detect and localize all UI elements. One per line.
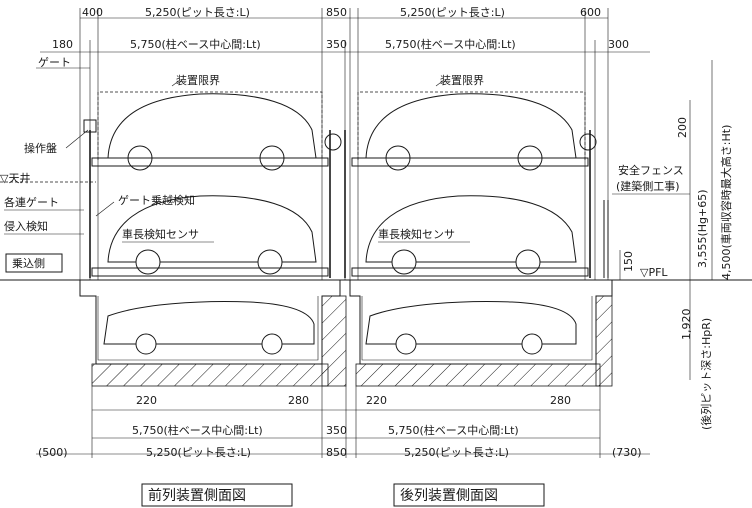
dim-top-350: 350: [326, 38, 347, 51]
each-gate-label: 各連ゲート: [4, 195, 59, 209]
dim-bottom-850: 850: [326, 446, 347, 459]
device-limit-front-label: 装置限界: [176, 74, 220, 87]
intrusion-label: 侵入検知: [4, 219, 48, 233]
columns: [83, 119, 597, 278]
dim-top-600: 600: [580, 6, 601, 19]
dim-right-hpr: (後列ピット深さ:HpR): [699, 318, 713, 430]
boarding-side-label: 乗込側: [12, 257, 45, 270]
dim-top-front-base: 5,750(柱ベース中心間:Lt): [130, 37, 261, 51]
top-dimensions: 400 5,250(ピット長さ:L) 850 5,250(ピット長さ:L) 60…: [36, 6, 650, 280]
dim-right-200: 200: [676, 117, 689, 138]
rear-upper-pallet: [351, 157, 589, 167]
dim-right-150: 150: [622, 251, 635, 272]
middle-wall-hatch: [321, 295, 347, 387]
front-upper-car: [107, 93, 317, 171]
dim-top-850: 850: [326, 6, 347, 19]
dim-bottom-front-220: 220: [136, 394, 157, 407]
device-limit-rear: 装置限界: [357, 74, 586, 160]
rear-wall-hatch: [595, 295, 613, 387]
safety-fence: [603, 200, 609, 278]
rear-upper-car: [365, 93, 577, 171]
right-labels: 安全フェンス (建築側工事) ▽PFL 200 3,555(Hg+65) 4,5…: [612, 60, 733, 430]
dim-top-300: 300: [608, 38, 629, 51]
dim-bottom-rear-pit: 5,250(ピット長さ:L): [404, 446, 509, 459]
dim-bottom-350: 350: [326, 424, 347, 437]
device-limit-front: 装置限界: [97, 74, 323, 160]
dim-bottom-front-pit: 5,250(ピット長さ:L): [146, 446, 251, 459]
rear-title: 後列装置側面図: [400, 488, 498, 504]
front-title: 前列装置側面図: [148, 487, 246, 504]
dim-bottom-730: (730): [612, 446, 642, 459]
dim-top-rear-pit: 5,250(ピット長さ:L): [400, 6, 505, 19]
gate-pass-label: ゲート乗越検知: [118, 193, 195, 207]
dim-bottom-front-280: 280: [288, 394, 309, 407]
front-foundation-hatch: [91, 363, 329, 387]
left-labels: 操作盤 ▽天井 各連ゲート 侵入検知 乗込側 ゲート乗越検知 車長検知センサ 車…: [0, 129, 470, 273]
boarding-side-box: [5, 253, 63, 273]
ceiling-label: ▽天井: [0, 171, 30, 185]
dim-bottom-rear-280: 280: [550, 394, 571, 407]
dim-top-front-pit: 5,250(ピット長さ:L): [145, 6, 250, 19]
dim-bottom-rear-base: 5,750(柱ベース中心間:Lt): [388, 423, 519, 437]
safety-fence-label-2: (建築側工事): [616, 179, 680, 193]
dim-top-rear-base: 5,750(柱ベース中心間:Lt): [385, 37, 516, 51]
dim-right-ht: 4,500(車両収容時最大高さ:Ht): [719, 125, 733, 280]
front-title-box: [141, 483, 293, 507]
dim-bottom-front-base: 5,750(柱ベース中心間:Lt): [132, 423, 263, 437]
gate-label: ゲート: [38, 56, 71, 69]
control-panel-label: 操作盤: [24, 141, 57, 155]
len-sensor-rear-label: 車長検知センサ: [378, 227, 455, 241]
front-pit-car: [103, 301, 315, 355]
dim-bottom-500: (500): [38, 446, 68, 459]
rear-pit-car: [365, 301, 577, 355]
pfl-label: ▽PFL: [640, 266, 668, 279]
rear-ground-pallet: [351, 267, 589, 277]
len-sensor-front-label: 車長検知センサ: [122, 227, 199, 241]
front-ground-pallet: [91, 267, 329, 277]
bottom-dimensions: 220 280 220 280 5,750(柱ベース中心間:Lt) 350 5,…: [36, 386, 650, 459]
dim-top-180: 180: [52, 38, 73, 51]
dim-top-400: 400: [82, 6, 103, 19]
rear-foundation-hatch: [355, 363, 601, 387]
front-upper-pallet: [91, 157, 329, 167]
device-limit-rear-label: 装置限界: [440, 74, 484, 87]
dim-right-hg: 3,555(Hg+65): [696, 189, 709, 268]
safety-fence-label-1: 安全フェンス: [618, 163, 684, 177]
rear-title-box: [393, 483, 545, 507]
dim-bottom-rear-220: 220: [366, 394, 387, 407]
dim-right-1920: 1,920: [680, 309, 693, 341]
